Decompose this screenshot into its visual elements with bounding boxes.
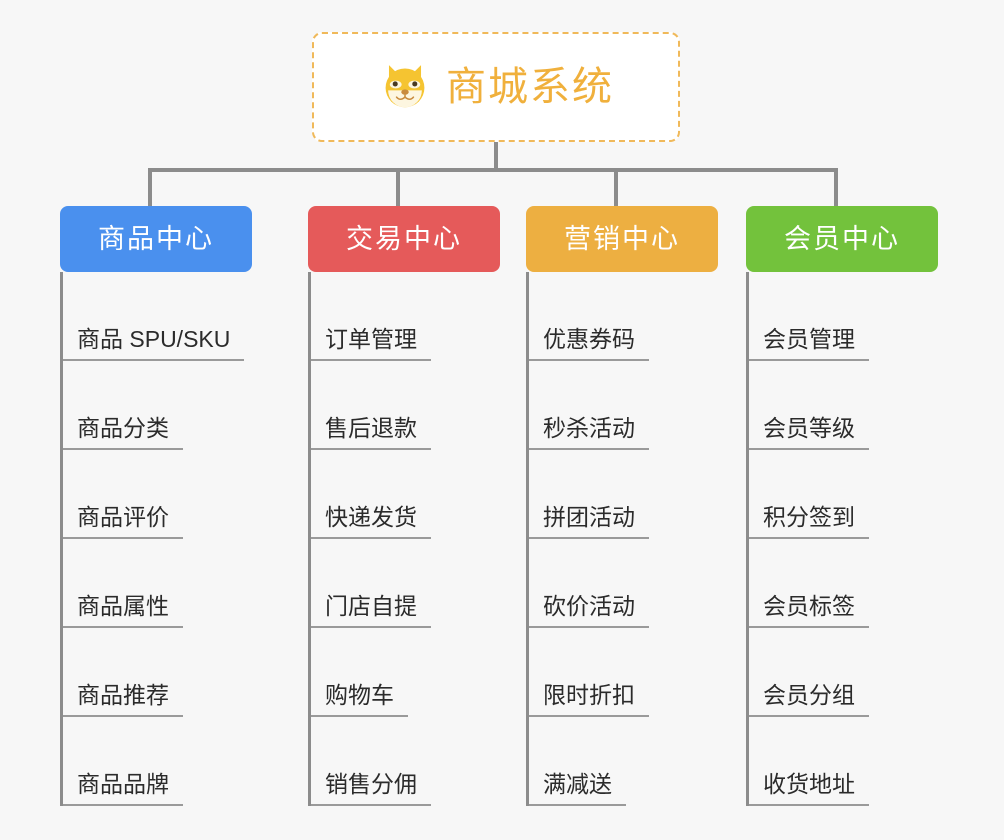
branch-column-marketing-center: 营销中心 优惠券码 秒杀活动 拼团活动 砍价活动 限时折扣 满减送 <box>526 206 718 806</box>
shiba-dog-face-icon <box>385 65 425 108</box>
category-label: 商品中心 <box>98 223 214 254</box>
leaf-label: 满减送 <box>543 770 612 797</box>
leaf-label: 收货地址 <box>763 770 855 797</box>
leaf-label: 会员等级 <box>763 414 855 441</box>
leaf-item[interactable]: 收货地址 <box>746 717 938 806</box>
leaf-item[interactable]: 商品分类 <box>60 361 252 450</box>
leaf-item[interactable]: 商品评价 <box>60 450 252 539</box>
column-spine <box>526 272 529 806</box>
leaf-list: 订单管理 售后退款 快递发货 门店自提 购物车 销售分佣 <box>308 272 500 806</box>
leaf-label: 优惠券码 <box>543 325 635 352</box>
leaf-label: 商品分类 <box>77 414 169 441</box>
category-label: 交易中心 <box>346 223 462 254</box>
connector-drop-2 <box>396 168 400 208</box>
connector-drop-4 <box>834 168 838 208</box>
connector-drop-1 <box>148 168 152 208</box>
leaf-label: 会员标签 <box>763 592 855 619</box>
category-header-marketing-center[interactable]: 营销中心 <box>526 206 718 272</box>
leaf-item[interactable]: 砍价活动 <box>526 539 718 628</box>
leaf-label: 订单管理 <box>325 325 417 352</box>
column-spine <box>746 272 749 806</box>
leaf-item[interactable]: 订单管理 <box>308 272 500 361</box>
leaf-label: 会员分组 <box>763 681 855 708</box>
leaf-label: 商品品牌 <box>77 770 169 797</box>
leaf-item[interactable]: 售后退款 <box>308 361 500 450</box>
category-label: 营销中心 <box>564 223 680 254</box>
leaf-item[interactable]: 销售分佣 <box>308 717 500 806</box>
leaf-item[interactable]: 限时折扣 <box>526 628 718 717</box>
leaf-label: 积分签到 <box>763 503 855 530</box>
leaf-item[interactable]: 商品推荐 <box>60 628 252 717</box>
category-header-member-center[interactable]: 会员中心 <box>746 206 938 272</box>
leaf-item[interactable]: 商品品牌 <box>60 717 252 806</box>
leaf-label: 商品属性 <box>77 592 169 619</box>
connector-horizontal-bar <box>148 168 836 172</box>
leaf-item[interactable]: 购物车 <box>308 628 500 717</box>
leaf-label: 拼团活动 <box>543 503 635 530</box>
category-label: 会员中心 <box>784 223 900 254</box>
category-header-trade-center[interactable]: 交易中心 <box>308 206 500 272</box>
leaf-label: 门店自提 <box>325 592 417 619</box>
leaf-item[interactable]: 会员等级 <box>746 361 938 450</box>
leaf-item[interactable]: 商品 SPU/SKU <box>60 272 252 361</box>
leaf-item[interactable]: 优惠券码 <box>526 272 718 361</box>
leaf-list: 优惠券码 秒杀活动 拼团活动 砍价活动 限时折扣 满减送 <box>526 272 718 806</box>
leaf-item[interactable]: 秒杀活动 <box>526 361 718 450</box>
leaf-item[interactable]: 快递发货 <box>308 450 500 539</box>
branch-column-member-center: 会员中心 会员管理 会员等级 积分签到 会员标签 会员分组 收货地址 <box>746 206 938 806</box>
root-node-title: 商城系统 <box>446 65 614 109</box>
leaf-item[interactable]: 会员管理 <box>746 272 938 361</box>
leaf-item[interactable]: 会员标签 <box>746 539 938 628</box>
column-spine <box>308 272 311 806</box>
leaf-item[interactable]: 会员分组 <box>746 628 938 717</box>
leaf-label: 购物车 <box>325 681 394 708</box>
category-header-product-center[interactable]: 商品中心 <box>60 206 252 272</box>
leaf-label: 销售分佣 <box>325 770 417 797</box>
leaf-label: 售后退款 <box>325 414 417 441</box>
leaf-item[interactable]: 商品属性 <box>60 539 252 628</box>
leaf-label: 商品推荐 <box>77 681 169 708</box>
connector-drop-3 <box>614 168 618 208</box>
leaf-item[interactable]: 积分签到 <box>746 450 938 539</box>
leaf-label: 快递发货 <box>325 503 417 530</box>
leaf-item[interactable]: 门店自提 <box>308 539 500 628</box>
leaf-label: 会员管理 <box>763 325 855 352</box>
column-spine <box>60 272 63 806</box>
leaf-label: 秒杀活动 <box>543 414 635 441</box>
root-node-mall-system[interactable]: 商城系统 <box>312 32 680 142</box>
leaf-label: 商品评价 <box>77 503 169 530</box>
leaf-label: 限时折扣 <box>543 681 635 708</box>
leaf-item[interactable]: 拼团活动 <box>526 450 718 539</box>
leaf-list: 会员管理 会员等级 积分签到 会员标签 会员分组 收货地址 <box>746 272 938 806</box>
connector-stem <box>494 142 498 170</box>
branch-column-trade-center: 交易中心 订单管理 售后退款 快递发货 门店自提 购物车 销售分佣 <box>308 206 500 806</box>
leaf-item[interactable]: 满减送 <box>526 717 718 806</box>
leaf-label: 砍价活动 <box>543 592 635 619</box>
branch-column-product-center: 商品中心 商品 SPU/SKU 商品分类 商品评价 商品属性 商品推荐 商品品牌 <box>60 206 252 806</box>
leaf-list: 商品 SPU/SKU 商品分类 商品评价 商品属性 商品推荐 商品品牌 <box>60 272 252 806</box>
leaf-label: 商品 SPU/SKU <box>77 325 231 352</box>
